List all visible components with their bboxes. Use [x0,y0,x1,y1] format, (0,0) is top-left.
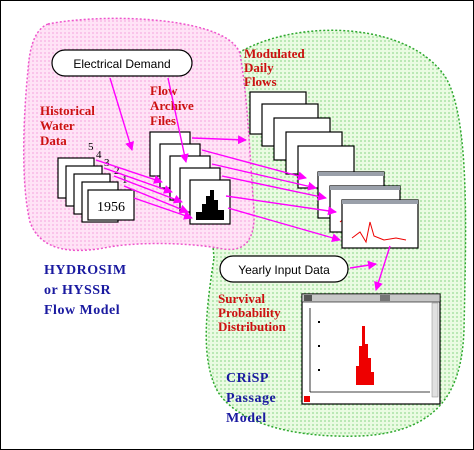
crisp-model-label: CRiSP Passage Model [226,371,280,426]
electrical-demand-box [51,49,193,77]
survival-histogram-bars [356,326,374,385]
electrical-demand-label: Electrical Demand [73,57,170,71]
year-label: 1956 [97,200,125,215]
histogram-icon [196,190,224,220]
stack-number: 4 [96,149,102,161]
hydrosim-model-label: HYDROSIM or HYSSR Flow Model [44,263,131,318]
survival-distribution-window [301,293,441,405]
yearly-input-data-box [219,255,349,283]
historical-data-stack [57,157,135,223]
flow-chart-windows [317,171,419,249]
stack-number: 2 [114,165,120,177]
flow-arrows [95,77,391,291]
flow-archive-files-label: Flow Archive Files [150,83,197,128]
yearly-input-data-label: Yearly Input Data [238,263,330,277]
historical-water-data-label: Historical Water Data [40,103,98,148]
modulated-daily-flows-label: Modulated Daily Flows [244,46,308,89]
survival-distribution-label: Survival Probability Distribution [218,291,287,334]
stack-number: 5 [88,141,94,153]
